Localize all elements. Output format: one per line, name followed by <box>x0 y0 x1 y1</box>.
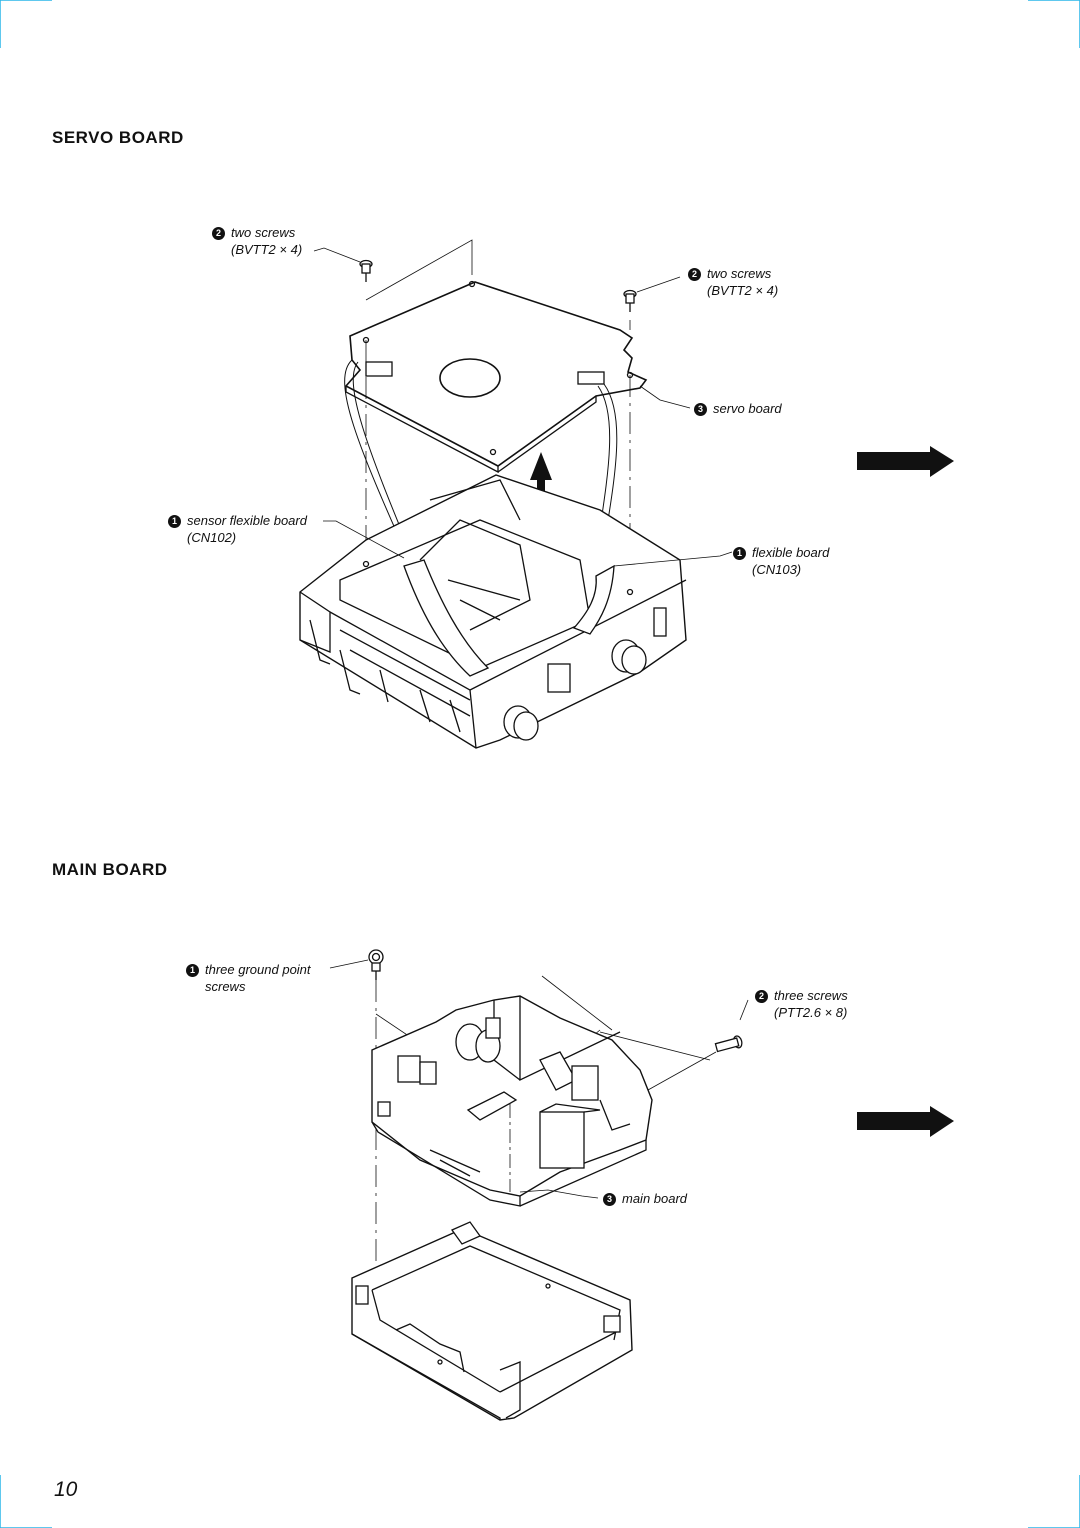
label-text: two screws <box>707 266 772 281</box>
label-text: main board <box>622 1191 688 1206</box>
label-text: two screws <box>231 225 296 240</box>
label-spec: (BVTT2 × 4) <box>231 242 303 257</box>
label-three-ground-point-screws: 1 three ground point screws <box>186 961 311 995</box>
main-board-diagram <box>329 949 749 1421</box>
screw-right-icon <box>623 289 637 312</box>
step-number-badge: 2 <box>755 990 768 1003</box>
label-text: servo board <box>713 401 782 416</box>
next-step-arrow-icon-2 <box>857 1106 954 1137</box>
step-number-badge: 1 <box>168 515 181 528</box>
label-spec: (BVTT2 × 4) <box>707 283 779 298</box>
label-spec: screws <box>205 979 246 994</box>
label-two-screws-right: 2 two screws (BVTT2 × 4) <box>688 265 778 299</box>
label-flexible-board: 1 flexible board (CN103) <box>733 544 829 578</box>
label-two-screws-left: 2 two screws (BVTT2 × 4) <box>212 224 302 258</box>
step-number-badge: 3 <box>694 403 707 416</box>
label-text: three ground point <box>205 962 311 977</box>
knob-left-icon <box>503 705 539 741</box>
servo-board-diagram <box>299 239 733 749</box>
next-step-arrow-icon <box>857 446 954 477</box>
label-text: three screws <box>774 988 848 1003</box>
label-spec: (CN103) <box>752 562 802 577</box>
step-number-badge: 2 <box>688 268 701 281</box>
step-number-badge: 3 <box>603 1193 616 1206</box>
servo-board-title: SERVO BOARD <box>52 128 184 147</box>
label-spec: (PTT2.6 × 8) <box>774 1005 848 1020</box>
label-sensor-flexible-board: 1 sensor flexible board (CN102) <box>168 512 307 546</box>
label-text: sensor flexible board <box>187 513 307 528</box>
knob-right-icon <box>611 639 647 675</box>
ground-screw-icon <box>368 949 384 980</box>
label-spec: (CN102) <box>187 530 237 545</box>
label-servo-board: 3 servo board <box>694 400 782 417</box>
screw-left-icon <box>359 259 373 282</box>
label-three-screws: 2 three screws (PTT2.6 × 8) <box>755 987 848 1021</box>
main-board-title: MAIN BOARD <box>52 860 168 879</box>
three-screws-icon <box>714 1035 743 1053</box>
label-main-board: 3 main board <box>603 1190 687 1207</box>
step-number-badge: 1 <box>186 964 199 977</box>
step-number-badge: 2 <box>212 227 225 240</box>
page-number: 10 <box>54 1478 78 1501</box>
step-number-badge: 1 <box>733 547 746 560</box>
label-text: flexible board <box>752 545 830 560</box>
